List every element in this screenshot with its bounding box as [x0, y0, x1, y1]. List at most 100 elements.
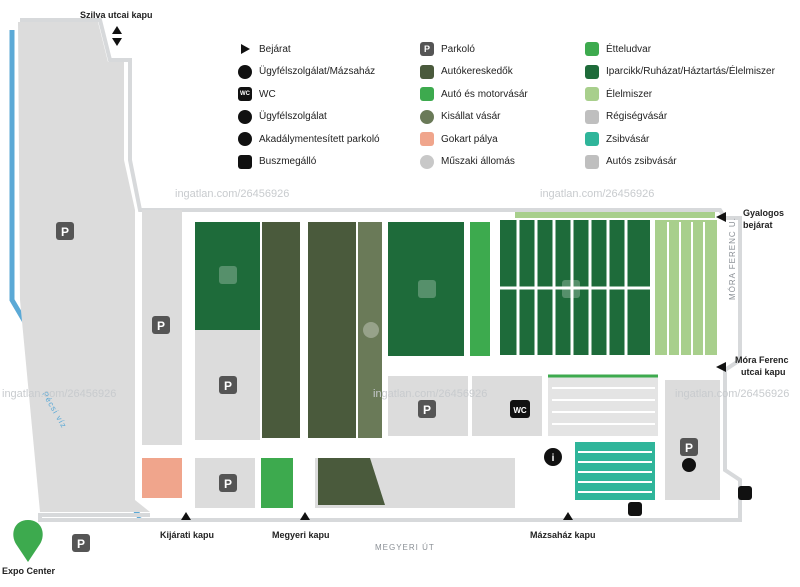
cutlery-icon	[585, 42, 599, 56]
legend-label: Műszaki állomás	[441, 156, 515, 167]
svg-text:P: P	[61, 225, 69, 239]
legend-label: Étteludvar	[606, 43, 652, 55]
zone-antique	[472, 376, 542, 436]
info-icon	[238, 64, 252, 79]
zone-clothing-2	[388, 222, 464, 356]
legend-label: Autó és motorvásár	[441, 88, 528, 100]
legend-item: Kisállat vásár	[420, 109, 500, 125]
legend-item: Ügyfélszolgálat	[238, 109, 327, 125]
arrow-right-icon	[238, 42, 252, 56]
expo-center-marker	[13, 520, 43, 562]
zone-car-dealer-1	[262, 222, 300, 438]
boundary-road	[20, 18, 742, 522]
parking-icon: P	[420, 42, 434, 56]
legend-label: Élelmiszer	[606, 88, 653, 100]
info-icon	[238, 109, 252, 124]
zone-car-flea	[548, 376, 658, 436]
szilva-gate-label: Szilva utcai kapu	[80, 10, 153, 20]
legend-item: WC WC	[238, 86, 276, 102]
svg-text:P: P	[157, 319, 165, 333]
gokart-flag-icon	[420, 132, 434, 146]
legend-item: Régiségvásár	[585, 109, 667, 125]
tshirt-icon	[585, 64, 599, 79]
legend-item: Buszmegálló	[238, 154, 316, 170]
watermark-2: ingatlan.com/26456926	[540, 188, 655, 200]
legend-item: Akadálymentesített parkoló	[238, 131, 380, 147]
mora-gate-label-1: Móra Ferenc	[735, 355, 789, 365]
legend-label: Bejárat	[259, 43, 291, 55]
svg-text:P: P	[224, 379, 232, 393]
legend-item: Autós zsibvásár	[585, 154, 677, 170]
legend-item: Bejárat	[238, 41, 291, 57]
kijarati-gate-label: Kijárati kapu	[160, 530, 215, 540]
svg-text:P: P	[77, 537, 85, 551]
legend-label: Zsibvásár	[606, 133, 650, 145]
legend-item: P Parkoló	[420, 41, 475, 57]
legend-item: Műszaki állomás	[420, 154, 515, 170]
wc-map-label: WC	[513, 406, 527, 415]
bejarat-label: bejárat	[743, 220, 773, 230]
car-motor-icon	[420, 87, 434, 101]
car-flea-icon	[585, 154, 599, 169]
legend-item: Élelmiszer	[585, 86, 652, 102]
legend-item: Autó és motorvásár	[420, 86, 528, 102]
legend-label: Régiségvásár	[606, 111, 668, 122]
svg-text:P: P	[224, 477, 232, 491]
zone-car-motor	[261, 458, 293, 508]
legend-label: Autós zsibvásár	[606, 156, 677, 167]
info-map-label: i	[552, 453, 555, 464]
gear-icon	[420, 154, 434, 169]
wheelchair-icon	[238, 132, 252, 146]
legend-item: Zsibvásár	[585, 131, 649, 147]
legend-item: Étteludvar	[585, 41, 651, 57]
car-dealer-icon	[420, 64, 434, 79]
mazsahaz-gate-label: Mázsaház kapu	[530, 530, 596, 540]
lamp-icon	[585, 132, 599, 146]
car-flea-lines	[552, 387, 655, 425]
legend-item: Autókereskedők	[420, 64, 513, 80]
watermark-1: ingatlan.com/26456926	[175, 188, 290, 200]
antique-icon	[585, 109, 599, 124]
parking-icons: P P P P P P P	[56, 222, 698, 552]
zone-small-animal	[358, 222, 382, 438]
food-icon	[585, 87, 599, 101]
zone-car-dealer-2	[308, 222, 356, 438]
bus-icons	[628, 486, 752, 516]
legend-label: Akadálymentesített parkoló	[259, 133, 380, 145]
legend-label: WC	[259, 88, 276, 100]
legend-label: Iparcikk/Ruházat/Háztartás/Élelmiszer	[606, 66, 775, 77]
gate-arrows	[112, 26, 726, 520]
zone-top-strip	[515, 212, 715, 218]
megyeri-gate-label: Megyeri kapu	[272, 530, 330, 540]
zone-gokart	[142, 458, 182, 498]
legend-label: Kisállat vásár	[441, 111, 501, 122]
watermark-4: ingatlan.com/26456926	[373, 388, 488, 400]
zone-icons	[219, 266, 696, 472]
legend-label: Buszmegálló	[259, 156, 317, 167]
zone-food-rows	[655, 220, 717, 355]
megyeri-ut-label: MEGYERI ÚT	[375, 543, 435, 552]
watermark-5: ingatlan.com/26456926	[675, 388, 790, 400]
left-field	[18, 22, 150, 512]
legend-label: Ügyfélszolgálat	[259, 111, 327, 122]
food-row-dividers	[667, 222, 705, 355]
bus-icon	[238, 154, 252, 169]
mora-ferenc-u-label: MÓRA FERENC U.	[728, 217, 737, 300]
legend-item: Ügyfélszolgálat/Mázsaház	[238, 64, 375, 80]
row-dividers	[500, 220, 650, 355]
svg-text:P: P	[685, 441, 693, 455]
legend-label: Autókereskedők	[441, 66, 513, 77]
legend-item: Gokart pálya	[420, 131, 498, 147]
zone-food-court	[470, 222, 490, 356]
gyalogos-label: Gyalogos	[743, 208, 785, 218]
legend-label: Parkoló	[441, 43, 475, 55]
svg-text:P: P	[423, 403, 431, 417]
small-animal-icon	[420, 109, 434, 124]
expo-center-label: Expo Center	[2, 566, 56, 576]
legend-label: Gokart pálya	[441, 133, 498, 145]
wc-icon: WC	[238, 87, 252, 101]
watermark-3: ingatlan.com/26456926	[2, 388, 117, 400]
mora-gate-label-2: utcai kapu	[741, 367, 786, 377]
